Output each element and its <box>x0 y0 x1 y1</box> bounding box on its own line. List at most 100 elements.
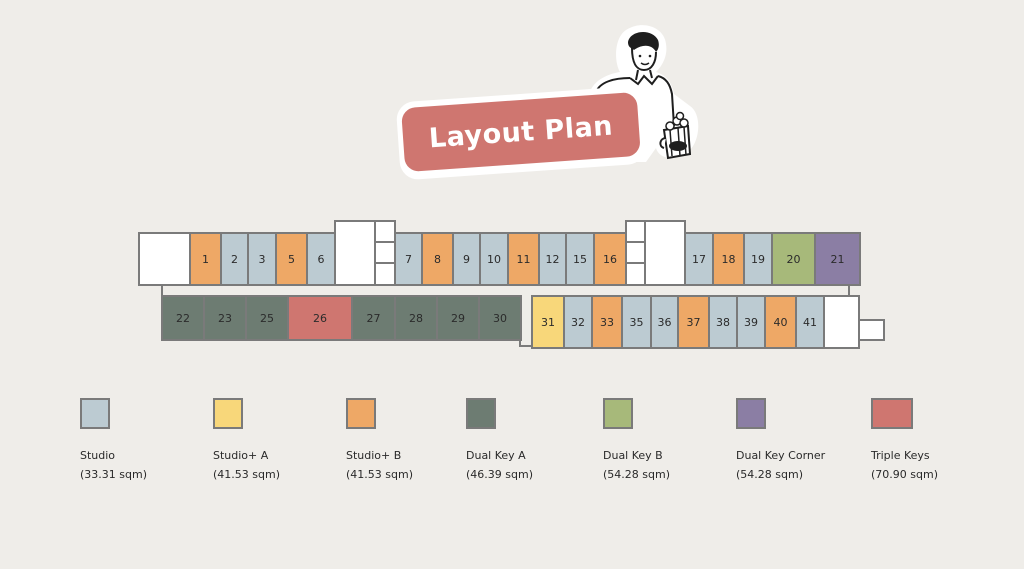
lower-left-unit-25 <box>245 295 289 341</box>
lower-right-unit-31 <box>531 295 565 349</box>
top-unit-17 <box>684 232 714 286</box>
legend-name: Dual Key A <box>466 449 526 462</box>
legend-item: Triple Keys (70.90 sqm) <box>871 398 1001 482</box>
lower-left-unit-label-28: 28 <box>409 312 423 325</box>
legend-swatch <box>603 398 633 429</box>
core-block-2 <box>644 220 686 286</box>
lower-left-unit-label-29: 29 <box>451 312 465 325</box>
lower-right-unit-label-40: 40 <box>774 316 788 329</box>
top-unit-12 <box>538 232 567 286</box>
legend-area: (54.28 sqm) <box>603 468 670 481</box>
lower-left-unit-label-22: 22 <box>176 312 190 325</box>
legend-swatch <box>871 398 913 429</box>
legend-area: (54.28 sqm) <box>736 468 803 481</box>
lower-right-unit-label-38: 38 <box>716 316 730 329</box>
lower-left-unit-label-30: 30 <box>493 312 507 325</box>
core-lift-1 <box>374 220 396 243</box>
legend-item: Dual Key B(54.28 sqm) <box>603 398 733 482</box>
lower-right-unit-label-36: 36 <box>658 316 672 329</box>
top-unit-label-18: 18 <box>722 253 736 266</box>
top-unit-18 <box>712 232 745 286</box>
top-unit-5 <box>275 232 308 286</box>
top-unit-label-9: 9 <box>463 253 470 266</box>
legend-swatch <box>213 398 243 429</box>
legend-name: Studio <box>80 449 116 462</box>
legend-area: (41.53 sqm) <box>213 468 280 481</box>
lower-left-unit-label-27: 27 <box>367 312 381 325</box>
top-unit-label-1: 1 <box>202 253 209 266</box>
top-unit-3 <box>247 232 277 286</box>
core-lift-5 <box>625 241 646 264</box>
legend-swatch <box>736 398 766 429</box>
lower-right-unit-label-31: 31 <box>541 316 555 329</box>
top-unit-label-12: 12 <box>546 253 560 266</box>
top-unit-label-17: 17 <box>692 253 706 266</box>
top-unit-8 <box>421 232 454 286</box>
lower-left-unit-26 <box>287 295 353 341</box>
lower-right-unit-label-39: 39 <box>744 316 758 329</box>
top-unit-label-15: 15 <box>573 253 587 266</box>
top-unit-label-3: 3 <box>259 253 266 266</box>
lower-right-unit-40 <box>764 295 797 349</box>
lobby-block-left <box>138 232 191 286</box>
legend-swatch <box>346 398 376 429</box>
legend-item: Studio+ B (41.53 sqm) <box>346 398 476 482</box>
end-block-right <box>823 295 860 349</box>
top-unit-label-7: 7 <box>405 253 412 266</box>
core-lift-2 <box>374 241 396 264</box>
end-annex-right <box>858 319 885 341</box>
legend-item: Dual Key Corner (54.28 sqm) <box>736 398 866 482</box>
lower-left-unit-label-26: 26 <box>313 312 327 325</box>
lower-right-unit-label-33: 33 <box>600 316 614 329</box>
core-lift-4 <box>625 220 646 243</box>
top-unit-label-10: 10 <box>487 253 501 266</box>
lower-right-unit-label-32: 32 <box>571 316 585 329</box>
legend-item: Dual Key A (46.39 sqm) <box>466 398 596 482</box>
legend-area: (41.53 sqm) <box>346 468 413 481</box>
top-unit-9 <box>452 232 481 286</box>
lower-right-unit-label-37: 37 <box>687 316 701 329</box>
core-lift-3 <box>374 262 396 286</box>
legend-area: (70.90 sqm) <box>871 468 938 481</box>
lower-right-unit-38 <box>708 295 738 349</box>
legend-item: Studio (33.31 sqm) <box>80 398 210 482</box>
lower-right-unit-label-35: 35 <box>630 316 644 329</box>
legend-area: (46.39 sqm) <box>466 468 533 481</box>
top-unit-label-8: 8 <box>434 253 441 266</box>
core-block-1 <box>334 220 376 286</box>
lower-right-unit-41 <box>795 295 825 349</box>
top-unit-label-6: 6 <box>318 253 325 266</box>
legend-name: Triple Keys <box>871 449 930 462</box>
legend-area: (33.31 sqm) <box>80 468 147 481</box>
top-unit-6 <box>306 232 336 286</box>
top-unit-20 <box>771 232 816 286</box>
top-unit-label-11: 11 <box>517 253 531 266</box>
core-lift-6 <box>625 262 646 286</box>
top-unit-7 <box>394 232 423 286</box>
top-unit-label-16: 16 <box>603 253 617 266</box>
top-unit-label-5: 5 <box>288 253 295 266</box>
top-unit-2 <box>220 232 249 286</box>
legend-name: Dual Key Corner <box>736 449 826 462</box>
top-unit-21 <box>814 232 861 286</box>
top-unit-11 <box>507 232 540 286</box>
lower-left-unit-29 <box>436 295 480 341</box>
lower-left-unit-27 <box>351 295 396 341</box>
lower-right-unit-label-41: 41 <box>803 316 817 329</box>
legend-swatch <box>466 398 496 429</box>
legend-name: Studio+ A <box>213 449 269 462</box>
top-unit-label-19: 19 <box>751 253 765 266</box>
lower-right-unit-33 <box>591 295 623 349</box>
top-unit-label-2: 2 <box>231 253 238 266</box>
legend-item: Studio+ A (41.53 sqm) <box>213 398 343 482</box>
top-unit-16 <box>593 232 627 286</box>
lower-right-unit-36 <box>650 295 679 349</box>
top-unit-10 <box>479 232 509 286</box>
legend-swatch <box>80 398 110 429</box>
legend-name: Studio+ B <box>346 449 402 462</box>
top-unit-label-21: 21 <box>831 253 845 266</box>
lower-left-unit-label-23: 23 <box>218 312 232 325</box>
lower-left-unit-label-25: 25 <box>260 312 274 325</box>
